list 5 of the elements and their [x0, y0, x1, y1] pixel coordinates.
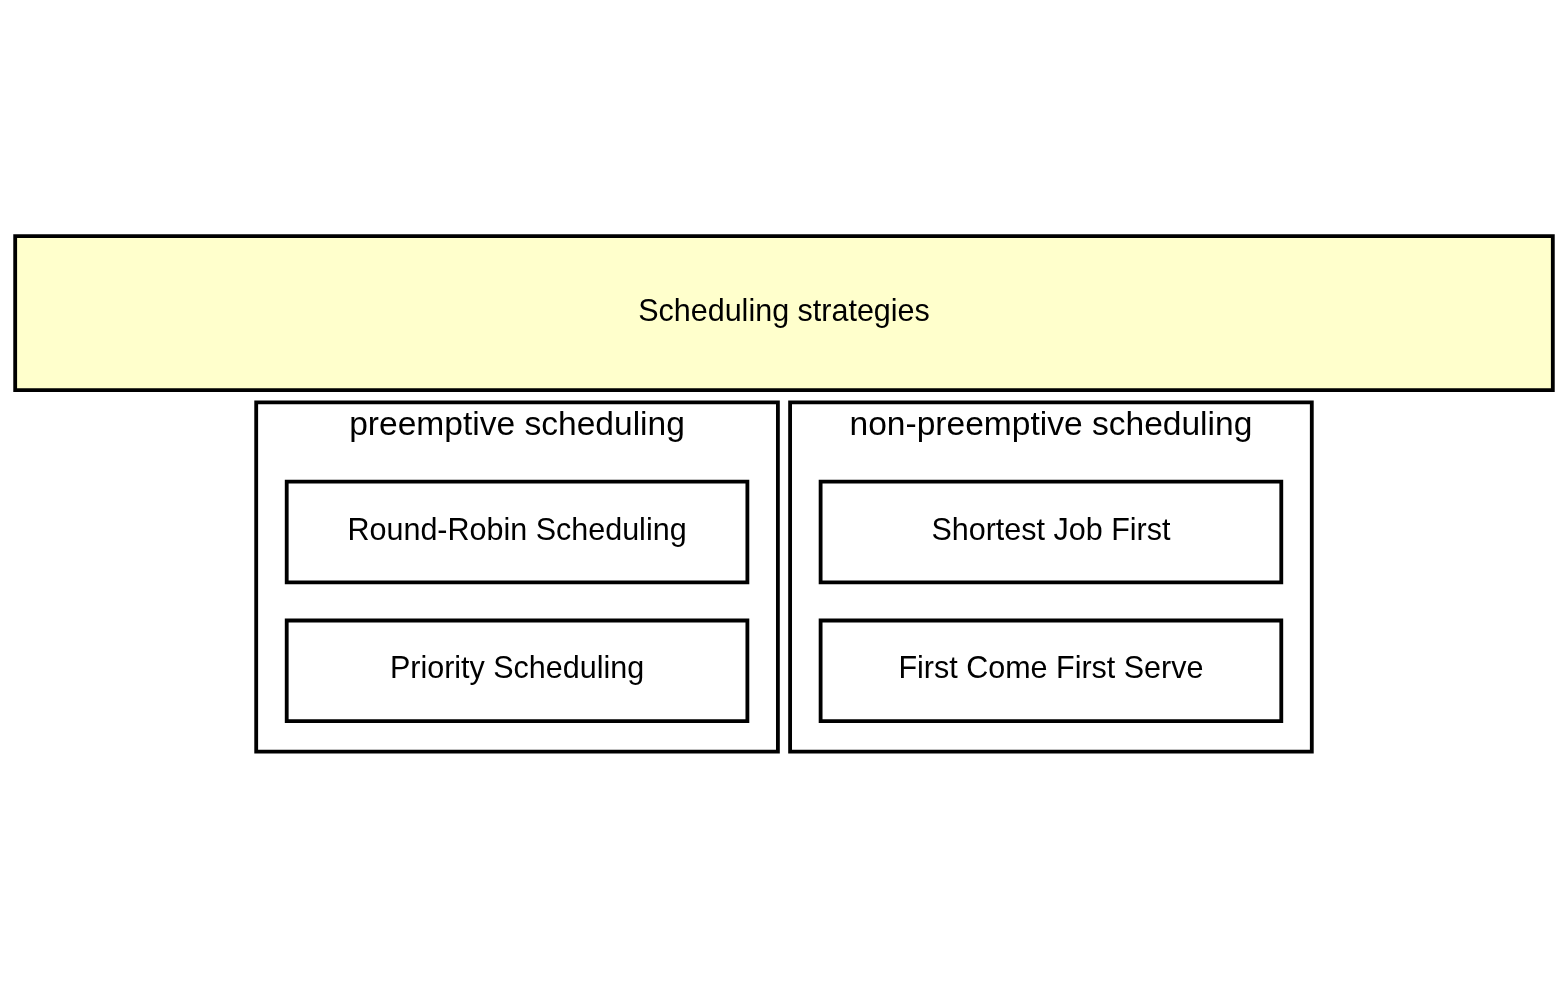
node-box: Priority Scheduling — [284, 618, 750, 724]
node-box: Round-Robin Scheduling — [284, 479, 750, 585]
node-box: Shortest Job First — [818, 479, 1284, 585]
node-box: First Come First Serve — [818, 618, 1284, 724]
node-box: Scheduling strategies — [13, 234, 1555, 393]
